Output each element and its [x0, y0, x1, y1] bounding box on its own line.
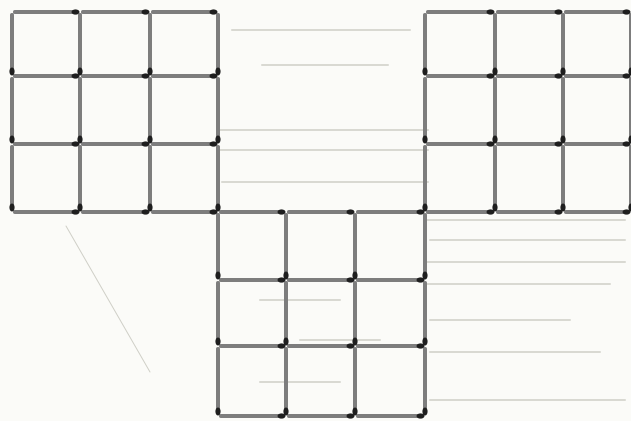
match-head [210, 9, 218, 14]
match-head [560, 204, 565, 212]
matchstick-grid-bottom-center [215, 209, 427, 418]
matchstick-grid-top-right [422, 9, 631, 214]
match-head [215, 204, 220, 212]
match-head [9, 68, 14, 76]
match-head [283, 408, 288, 416]
match-head [215, 272, 220, 280]
match-head [560, 68, 565, 76]
match-head [147, 204, 152, 212]
match-head [422, 338, 427, 346]
match-head [492, 136, 497, 144]
match-head [283, 338, 288, 346]
match-head [215, 68, 220, 76]
match-head [422, 136, 427, 144]
match-head [352, 272, 357, 280]
match-head [555, 9, 563, 14]
match-head [422, 408, 427, 416]
match-head [9, 136, 14, 144]
match-head [492, 204, 497, 212]
match-head [347, 209, 355, 214]
match-head [417, 209, 425, 214]
match-head [142, 9, 150, 14]
match-head [77, 68, 82, 76]
match-head [215, 136, 220, 144]
match-head [215, 338, 220, 346]
match-head [283, 272, 288, 280]
match-head [147, 136, 152, 144]
match-head [560, 136, 565, 144]
match-head [623, 9, 631, 14]
match-head [72, 9, 80, 14]
match-head [77, 204, 82, 212]
match-head [147, 68, 152, 76]
match-head [422, 68, 427, 76]
match-head [352, 408, 357, 416]
match-head [77, 136, 82, 144]
match-head [487, 9, 495, 14]
match-head [215, 408, 220, 416]
matchstick-grid-top-left [9, 9, 220, 214]
match-head [9, 204, 14, 212]
match-head [422, 272, 427, 280]
match-head [278, 209, 286, 214]
match-head [492, 68, 497, 76]
match-head [352, 338, 357, 346]
